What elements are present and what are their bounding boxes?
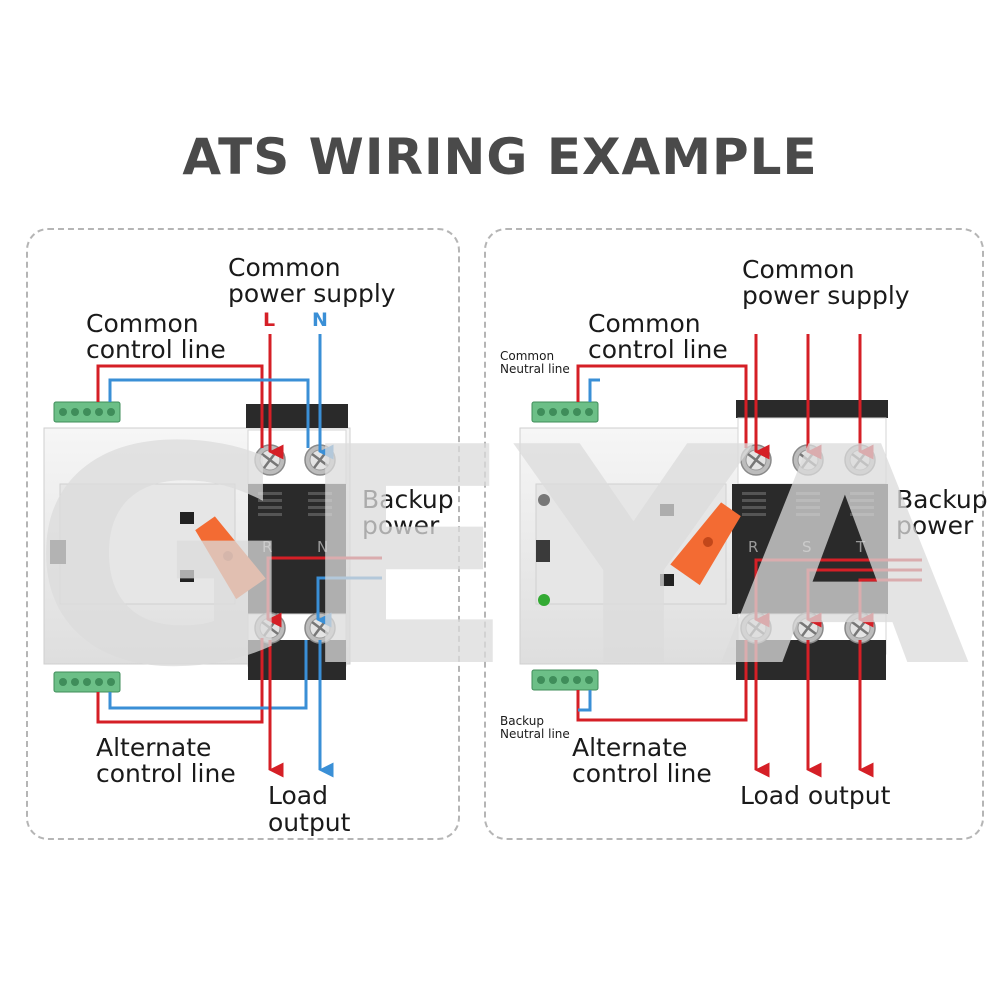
three-phase-wiring-panel — [484, 228, 984, 840]
right-load-output: Load output — [740, 781, 891, 810]
mode-switch-icon — [536, 540, 550, 562]
right-backup-power-line1: Backup — [896, 485, 988, 514]
right-alternate-control-line-line1: Alternate — [572, 733, 687, 762]
left-load-output-line1: Load — [268, 781, 328, 810]
operating-handle[interactable] — [190, 513, 266, 600]
left-backup-power-line1: Backup — [362, 485, 454, 514]
left-wiring — [96, 334, 382, 778]
phase-l-label: L — [263, 309, 275, 331]
right-common-control-line-line2: control line — [588, 335, 728, 364]
right-common-power-supply-line1: Common — [742, 255, 855, 284]
left-common-power-supply-line1: Common — [228, 253, 341, 282]
single-phase-wiring-panel — [26, 228, 460, 840]
common-neutral-line-line1: Common — [500, 349, 554, 363]
right-common-power-supply-line2: power supply — [742, 281, 910, 310]
terminal-label-s: S — [802, 538, 812, 556]
terminal-label-r: R — [262, 538, 272, 556]
left-load-output-line2: output — [268, 808, 351, 837]
right-alternate-control-line-line2: control line — [572, 759, 712, 788]
right-wiring — [576, 334, 922, 778]
left-alternate-control-line-line2: control line — [96, 759, 236, 788]
geya-watermark: GEYA — [30, 384, 972, 733]
ats-device-2p: R N — [43, 401, 351, 693]
terminal-label-r: R — [748, 538, 758, 556]
backup-neutral-line-line2: Neutral line — [500, 727, 570, 741]
left-common-control-line-line2: control line — [86, 335, 226, 364]
right-backup-power-line2: power — [896, 511, 974, 540]
right-common-control-line-line1: Common — [588, 309, 701, 338]
operating-handle[interactable] — [670, 499, 745, 586]
phase-n-label: N — [312, 309, 328, 331]
left-common-power-supply-line2: power supply — [228, 279, 396, 308]
left-backup-power-line2: power — [362, 511, 440, 540]
page-title: ATS WIRING EXAMPLE — [182, 128, 818, 186]
status-lamp-icon — [538, 494, 550, 506]
terminal-label-t: T — [855, 538, 866, 556]
backup-neutral-line-line1: Backup — [500, 714, 544, 728]
power-led-icon — [538, 594, 550, 606]
left-alternate-control-line-line1: Alternate — [96, 733, 211, 762]
common-neutral-line-line2: Neutral line — [500, 362, 570, 376]
left-common-control-line-line1: Common — [86, 309, 199, 338]
terminal-label-n: N — [317, 538, 328, 556]
mode-switch-icon — [50, 540, 66, 564]
